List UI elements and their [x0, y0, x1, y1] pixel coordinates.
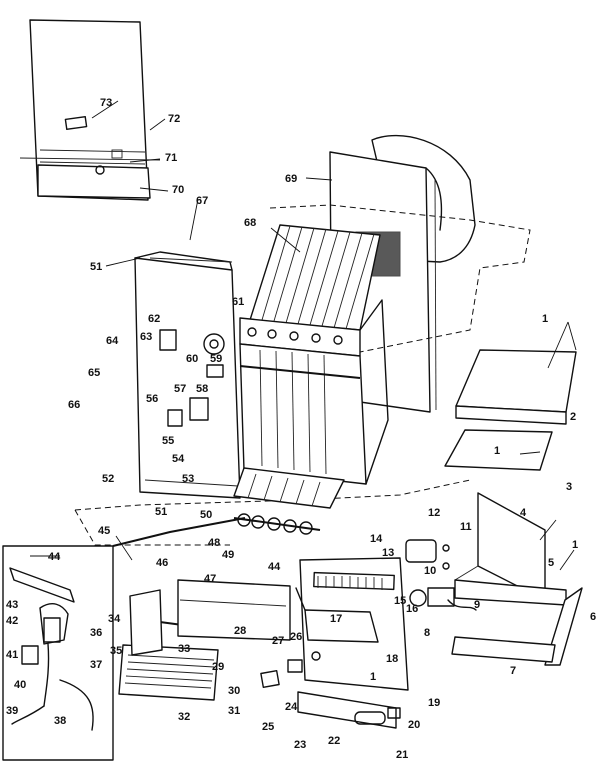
right-side-panels [444, 349, 583, 666]
callout-1-front: 1 [370, 671, 376, 683]
callout-64: 64 [106, 335, 119, 347]
callout-44: 44 [268, 561, 281, 573]
callout-69: 69 [285, 173, 297, 185]
callout-23: 23 [294, 739, 306, 751]
callout-33: 33 [178, 643, 190, 655]
leader-lines [30, 100, 577, 571]
callout-27: 27 [272, 635, 284, 647]
callout-71: 71 [165, 152, 177, 164]
callout-62: 62 [148, 313, 160, 325]
callout-48: 48 [208, 537, 220, 549]
right-small-parts [405, 539, 477, 611]
callout-54: 54 [172, 453, 185, 465]
callout-30: 30 [228, 685, 240, 697]
callout-49: 49 [222, 549, 234, 561]
callout-21: 21 [396, 749, 408, 761]
callout-22: 22 [328, 735, 340, 747]
callout-55: 55 [162, 435, 174, 447]
callout-16: 16 [406, 603, 418, 615]
callout-31: 31 [228, 705, 240, 717]
callout-labels: 73 72 71 70 69 67 68 51 61 62 63 64 59 6… [6, 97, 596, 761]
callout-18: 18 [386, 653, 398, 665]
callout-38: 38 [54, 715, 66, 727]
cabinet-door-panel [19, 19, 161, 201]
callout-73: 73 [100, 97, 112, 109]
callout-7: 7 [510, 665, 516, 677]
callout-11: 11 [460, 521, 472, 533]
callout-44-inset: 44 [48, 551, 61, 563]
callout-47: 47 [204, 573, 216, 585]
callout-63: 63 [140, 331, 152, 343]
callout-19: 19 [428, 697, 440, 709]
callout-68: 68 [244, 217, 256, 229]
callout-5: 5 [548, 557, 554, 569]
callout-24: 24 [285, 701, 298, 713]
callout-15: 15 [394, 595, 406, 607]
callout-66: 66 [68, 399, 80, 411]
callout-14: 14 [370, 533, 383, 545]
callout-50: 50 [200, 509, 212, 521]
callout-56: 56 [146, 393, 158, 405]
callout-34: 34 [108, 613, 121, 625]
callout-40: 40 [14, 679, 26, 691]
callout-36: 36 [90, 627, 102, 639]
callout-51-bottom: 51 [155, 506, 167, 518]
callout-37: 37 [90, 659, 102, 671]
front-panel [295, 557, 409, 691]
callout-52: 52 [102, 473, 114, 485]
callout-51-top: 51 [90, 261, 102, 273]
callout-43: 43 [6, 599, 18, 611]
callout-9: 9 [474, 599, 480, 611]
callout-39: 39 [6, 705, 18, 717]
heat-exchanger [239, 224, 389, 485]
callout-70: 70 [172, 184, 184, 196]
callout-1-right: 1 [572, 539, 578, 551]
callout-4: 4 [520, 507, 527, 519]
callout-17: 17 [330, 613, 342, 625]
callout-46: 46 [156, 557, 168, 569]
callout-20: 20 [408, 719, 420, 731]
callout-1-mid: 1 [494, 445, 500, 457]
cabinet-left-wall [134, 251, 241, 499]
callout-60: 60 [186, 353, 198, 365]
callout-72: 72 [168, 113, 180, 125]
callout-2: 2 [570, 411, 576, 423]
callout-67: 67 [196, 195, 208, 207]
callout-29: 29 [212, 661, 224, 673]
callout-65: 65 [88, 367, 100, 379]
callout-1-top: 1 [542, 313, 548, 325]
callout-26: 26 [290, 631, 302, 643]
callout-8: 8 [424, 627, 430, 639]
burner-manifold [233, 467, 345, 535]
callout-35: 35 [110, 645, 122, 657]
callout-41: 41 [6, 649, 18, 661]
callout-28: 28 [234, 625, 246, 637]
callout-32: 32 [178, 711, 190, 723]
callout-57: 57 [174, 383, 186, 395]
callout-25: 25 [262, 721, 274, 733]
callout-61: 61 [232, 296, 244, 308]
bottom-parts [118, 579, 401, 729]
inset-gas-valve-detail [2, 517, 246, 761]
callout-45: 45 [98, 525, 110, 537]
callout-42: 42 [6, 615, 18, 627]
callout-58: 58 [196, 383, 208, 395]
callout-53: 53 [182, 473, 194, 485]
callout-6: 6 [590, 611, 596, 623]
callout-12: 12 [428, 507, 440, 519]
callout-59: 59 [210, 353, 222, 365]
callout-3: 3 [566, 481, 572, 493]
callout-10: 10 [424, 565, 436, 577]
callout-13: 13 [382, 547, 394, 559]
